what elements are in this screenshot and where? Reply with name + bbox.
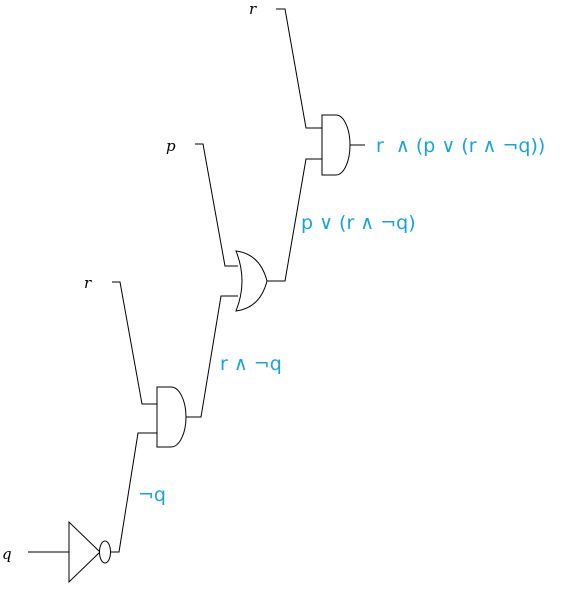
wires — [28, 8, 365, 553]
wire-r-top — [276, 8, 322, 129]
input-label-q: q — [2, 545, 12, 563]
not-gate — [68, 520, 111, 584]
input-label-r-top: r — [249, 0, 257, 18]
label-not-q: ¬q — [138, 484, 166, 506]
label-r-and-not-q: r ∧ ¬q — [220, 353, 282, 375]
or-gate — [235, 250, 268, 312]
label-final-output: r ∧ (p ∨ (r ∧ ¬q)) — [376, 135, 545, 157]
input-label-r-mid: r — [84, 274, 92, 292]
wire-r-and-not-q — [186, 295, 238, 418]
wire-not-q — [111, 432, 157, 553]
wire-p-or — [267, 158, 322, 282]
input-label-p: p — [166, 137, 176, 155]
not-gate-bubble — [99, 540, 111, 564]
wire-r-mid — [112, 281, 157, 405]
label-p-or: p ∨ (r ∧ ¬q) — [301, 212, 416, 234]
and-gate-top — [321, 114, 351, 176]
not-gate-triangle — [68, 520, 101, 584]
wire-p — [195, 143, 238, 267]
and-gate-lower — [156, 386, 187, 448]
